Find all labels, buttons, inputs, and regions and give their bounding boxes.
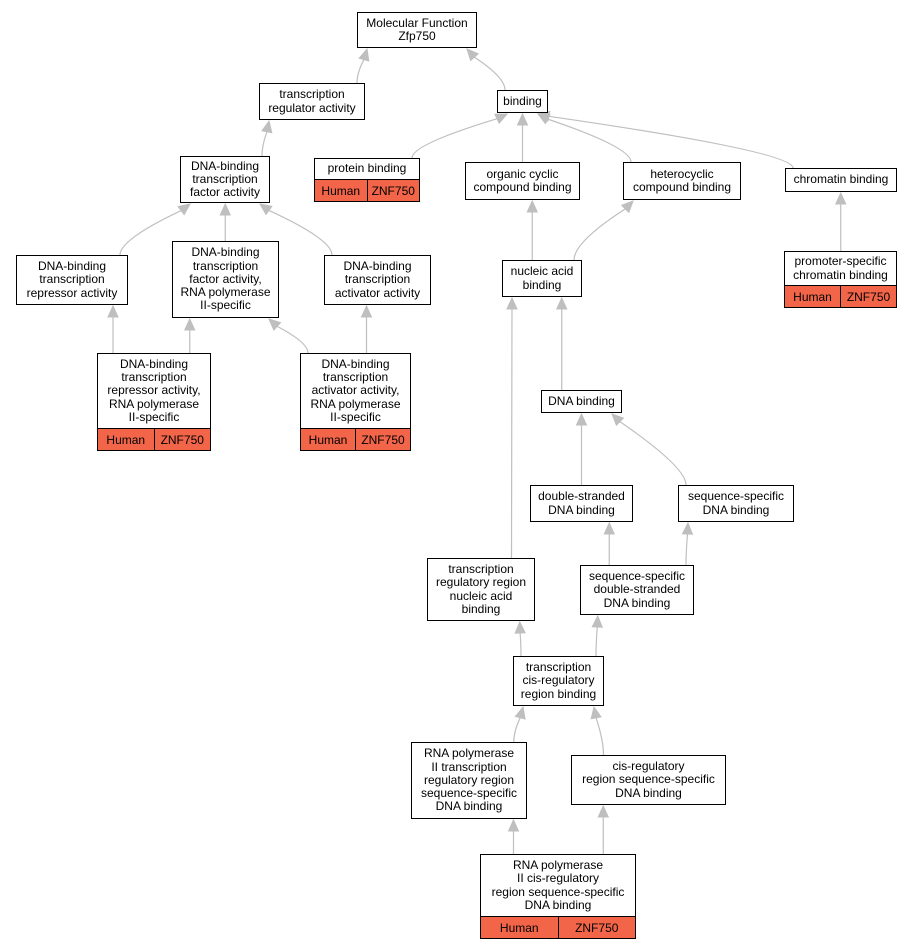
annotation-gene[interactable]: ZNF750	[355, 429, 410, 450]
annotation-gene[interactable]: ZNF750	[366, 180, 420, 201]
annotation-species[interactable]: Human	[308, 432, 348, 447]
arrowhead-promchrom-to-chromatin	[834, 191, 847, 205]
arrowhead-ssds-to-dsdna	[603, 521, 616, 535]
edge-tcis-to-trrnab	[519, 632, 522, 657]
arrowhead-tcis-to-ssds	[591, 614, 604, 628]
edge-binding-to-root	[474, 56, 506, 91]
edge-actv-to-dbtf	[268, 209, 333, 256]
edge-repr-to-dbtf	[119, 210, 182, 256]
annotation-species[interactable]: Human	[321, 183, 361, 198]
edge-trreg-to-root	[356, 59, 365, 84]
edge-chromatin-to-binding	[548, 115, 794, 169]
node-chromatin-binding[interactable]: chromatin binding	[785, 168, 897, 192]
annotation-row: Human ZNF750	[315, 179, 419, 201]
arrowhead-repr2-to-dbtf2	[183, 317, 196, 331]
annotation-gene[interactable]: ZNF750	[557, 917, 636, 938]
arrowhead-tcis-to-trrnab	[514, 620, 526, 634]
arrowhead-dbtf-to-trreg	[261, 119, 273, 134]
arrowhead-actv-to-dbtf	[259, 203, 273, 216]
arrowhead-binding-to-root	[466, 48, 479, 62]
edge-seqspec-to-dnabind	[619, 421, 687, 486]
arrowhead-actv2-to-actv	[360, 304, 373, 318]
arrowhead-dnabind-to-nucacid	[555, 296, 568, 310]
edge-hetcyc-to-binding	[547, 118, 632, 163]
edge-cisreg-to-tcis	[595, 717, 605, 756]
arrowhead-actv2-to-dbtf2	[268, 318, 282, 331]
arrowhead-rnap2cis-to-cisreg	[597, 804, 610, 818]
annotation-row: Human ZNF750	[785, 285, 896, 307]
node-dna-binding[interactable]: DNA binding	[541, 390, 622, 413]
arrowhead-cisreg-to-tcis	[590, 705, 602, 720]
edge-ssds-to-seqspec	[685, 533, 689, 566]
edge-tcis-to-ssds	[595, 626, 598, 657]
edge-actv2-to-dbtf2	[276, 325, 309, 354]
annotation-species[interactable]: Human	[499, 920, 539, 935]
annotation-species[interactable]: Human	[793, 289, 832, 304]
arrowhead-protbind-to-binding	[494, 113, 509, 125]
edge-dbtf-to-trreg	[261, 131, 268, 157]
arrowhead-trreg-to-root	[358, 47, 370, 62]
edge-rnap2-to-tcis	[513, 717, 521, 743]
annotation-row: Human ZNF750	[98, 428, 210, 450]
arrowhead-seqspec-to-dnabind	[611, 413, 625, 427]
arrowhead-ssds-to-seqspec	[681, 521, 694, 535]
annotation-species[interactable]: Human	[106, 432, 146, 447]
annotation-row: Human ZNF750	[301, 428, 410, 450]
arrowhead-rnap2cis-to-rnap2	[507, 818, 520, 832]
node-binding[interactable]: binding	[497, 90, 548, 113]
arrowhead-dsdna-to-dnabind	[575, 412, 588, 426]
arrowhead-nucacid-to-hetcyc	[620, 200, 634, 214]
arrowhead-rnap2-to-tcis	[514, 705, 526, 720]
arrowhead-orgcyc-to-binding	[516, 112, 529, 126]
annotation-gene[interactable]: ZNF750	[840, 286, 896, 307]
arrowhead-repr-to-dbtf	[177, 203, 191, 216]
arrowhead-nucacid-to-orgcyc	[526, 199, 539, 213]
arrowhead-trrnab-to-nucacid	[506, 296, 518, 310]
edge-protbind-to-binding	[411, 118, 498, 159]
arrowhead-dbtf2-to-dbtf	[219, 202, 232, 216]
edge-nucacid-to-hetcyc	[573, 208, 626, 261]
annotation-row: Human ZNF750	[481, 916, 635, 938]
annotation-gene[interactable]: ZNF750	[153, 429, 211, 450]
arrowhead-repr2-to-repr	[107, 304, 119, 318]
